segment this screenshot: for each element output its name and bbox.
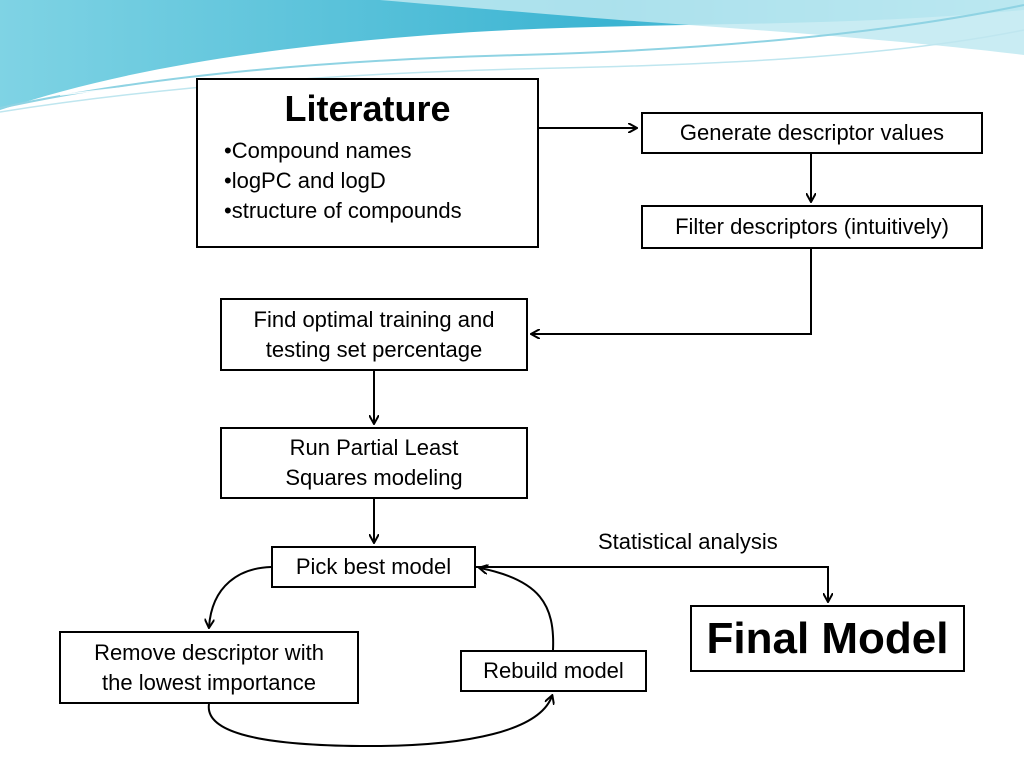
filter-descriptors-label: Filter descriptors (intuitively)	[675, 214, 949, 239]
rebuild-model-box: Rebuild model	[460, 650, 647, 692]
run-pls-line1: Run Partial Least	[289, 435, 459, 460]
remove-descriptor-line1: Remove descriptor with	[94, 639, 324, 665]
generate-descriptors-box: Generate descriptor values	[641, 112, 983, 154]
run-pls-box: Run Partial Least Squares modeling	[220, 427, 528, 499]
final-model-label: Final Model	[706, 613, 949, 663]
arrow-remove-to-rebuild	[207, 696, 552, 748]
arrow-pick-to-final	[476, 566, 828, 601]
pick-best-model-box: Pick best model	[271, 546, 476, 588]
literature-list: Compound names logPC and logD structure …	[224, 136, 462, 226]
remove-descriptor-box: Remove descriptor with the lowest import…	[59, 631, 359, 704]
filter-descriptors-box: Filter descriptors (intuitively)	[641, 205, 983, 249]
literature-item-logpc-logd: logPC and logD	[224, 166, 462, 196]
literature-box: Literature Compound names logPC and logD…	[196, 78, 539, 248]
pick-best-model-label: Pick best model	[295, 554, 452, 579]
remove-descriptor-line2: the lowest importance	[102, 669, 316, 695]
find-optimal-line1: Find optimal training and	[253, 306, 495, 332]
literature-title: Literature	[284, 88, 451, 129]
arrow-pick-to-remove	[209, 566, 272, 627]
generate-descriptors-label: Generate descriptor values	[679, 120, 945, 145]
literature-item-compound-names: Compound names	[224, 136, 462, 166]
rebuild-model-label: Rebuild model	[483, 658, 624, 683]
find-optimal-line2: testing set percentage	[265, 336, 483, 362]
run-pls-line2: Squares modeling	[285, 465, 463, 490]
literature-item-structure: structure of compounds	[224, 196, 462, 226]
arrow-filter-to-find	[532, 249, 812, 334]
arrow-rebuild-to-pick	[480, 568, 555, 651]
find-optimal-split-box: Find optimal training and testing set pe…	[220, 298, 528, 371]
statistical-analysis-label: Statistical analysis	[598, 529, 778, 554]
final-model-box: Final Model	[690, 605, 965, 672]
